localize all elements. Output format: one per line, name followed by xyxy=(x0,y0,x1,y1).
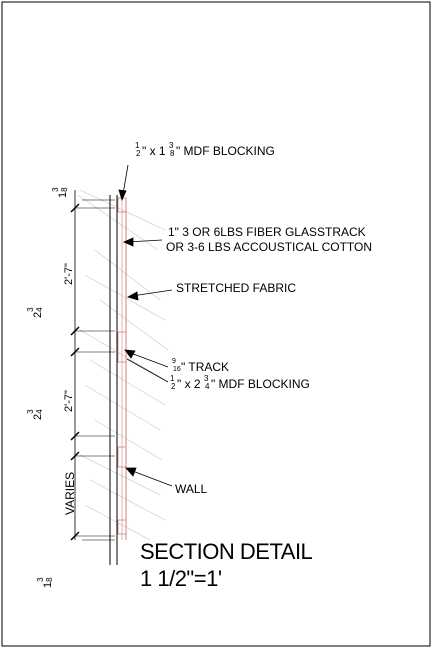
detail-title: SECTION DETAIL xyxy=(140,539,313,564)
mid-mdf-blocking xyxy=(117,331,127,363)
dim-varies: VARIES xyxy=(63,471,77,515)
dim-lower-run: 2'-7" xyxy=(63,390,75,412)
fiber-glass-label-line1: 1" 3 OR 6LBS FIBER GLASSTRACK xyxy=(168,225,366,239)
detail-scale: 1 1/2"=1' xyxy=(140,566,222,591)
dim-upper-run: 2'-7" xyxy=(63,263,75,285)
leaders xyxy=(118,164,173,487)
fiber-glass-label-line2: OR 3-6 LBS ACCOUSTICAL COTTON xyxy=(166,240,373,254)
extension-lines xyxy=(75,199,115,541)
wall-hatch xyxy=(77,189,169,541)
stretched-fabric-label: STRETCHED FABRIC xyxy=(176,281,297,295)
wall-label: WALL xyxy=(175,482,208,496)
bottom-mdf-blocking xyxy=(117,519,127,535)
lower-mdf-blocking xyxy=(117,446,127,468)
